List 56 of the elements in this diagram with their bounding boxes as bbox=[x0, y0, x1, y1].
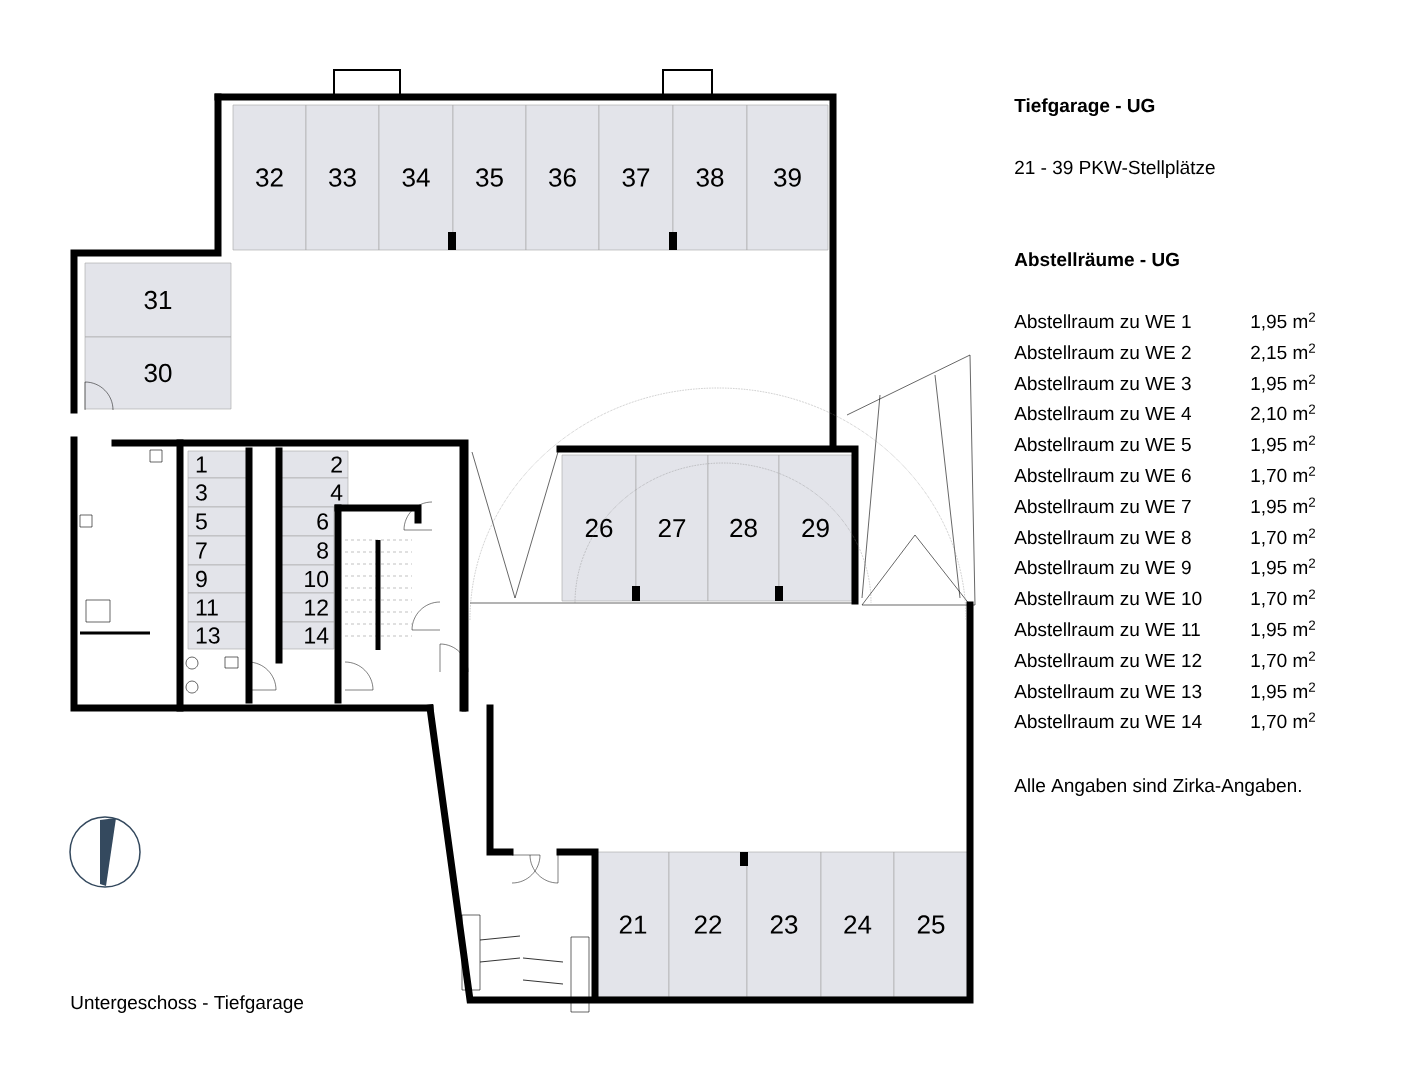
table-cell: 1,95 m$^{2}$ bbox=[1251, 312, 1315, 331]
table-cell: Abstellraum zu WE 8 bbox=[1014, 530, 1191, 545]
parking-space: 28 bbox=[707, 454, 780, 602]
table-cell: 2,10 m$^{2}$ bbox=[1251, 404, 1315, 423]
table-cell: 1,95 m$^{2}$ bbox=[1251, 497, 1315, 516]
label: 21 - 39 PKW-Stellplätze bbox=[1015, 160, 1215, 178]
parking-space: 25 bbox=[893, 851, 969, 998]
parking-space: 34 bbox=[378, 104, 454, 251]
table-cell: Abstellraum zu WE 13 bbox=[1014, 684, 1202, 699]
table-cell: Abstellraum zu WE 7 bbox=[1014, 499, 1191, 514]
table-cell: Abstellraum zu WE 14 bbox=[1014, 714, 1202, 729]
parking-space: 38 bbox=[672, 104, 748, 251]
table-cell: Abstellraum zu WE 4 bbox=[1014, 406, 1191, 421]
table-cell: 1,95 m$^{2}$ bbox=[1251, 374, 1315, 393]
parking-space: 24 bbox=[820, 851, 895, 998]
table-cell: 1,95 m$^{2}$ bbox=[1251, 620, 1315, 639]
parking-space: 23 bbox=[746, 851, 822, 998]
table-cell: Abstellraum zu WE 5 bbox=[1014, 437, 1191, 452]
table-cell: 1,95 m$^{2}$ bbox=[1251, 558, 1315, 577]
parking-space: 35 bbox=[452, 104, 527, 251]
table-cell: Abstellraum zu WE 9 bbox=[1014, 560, 1191, 575]
storage-room: 10 bbox=[278, 564, 335, 594]
parking-space: 26 bbox=[561, 454, 637, 602]
parking-space: 37 bbox=[598, 104, 674, 251]
table-cell: Abstellraum zu WE 6 bbox=[1014, 468, 1191, 483]
parking-space: 33 bbox=[305, 104, 380, 251]
table-cell: 1,70 m$^{2}$ bbox=[1251, 712, 1315, 731]
parking-space: 31 bbox=[84, 262, 232, 338]
caption: Untergeschoss - Tiefgarage bbox=[71, 995, 304, 1013]
table-cell: 1,70 m$^{2}$ bbox=[1251, 466, 1315, 485]
table-cell: Abstellraum zu WE 12 bbox=[1014, 653, 1202, 668]
parking-space: 29 bbox=[778, 454, 853, 602]
table-cell: Abstellraum zu WE 2 bbox=[1014, 345, 1191, 360]
table-cell: Abstellraum zu WE 10 bbox=[1014, 591, 1202, 606]
parking-space: 21 bbox=[596, 851, 670, 998]
heading: Abstellräume - UG bbox=[1014, 252, 1179, 267]
parking-space: 32 bbox=[232, 104, 307, 251]
storage-room: 13 bbox=[187, 621, 250, 650]
parking-space: 39 bbox=[746, 104, 829, 251]
table-cell: Abstellraum zu WE 1 bbox=[1014, 314, 1191, 329]
table-cell: 1,70 m$^{2}$ bbox=[1251, 528, 1315, 547]
storage-room: 14 bbox=[278, 621, 335, 650]
table-cell: 1,95 m$^{2}$ bbox=[1251, 682, 1315, 701]
parking-space: 30 bbox=[84, 336, 232, 410]
note: Alle Angaben sind Zirka-Angaben. bbox=[1014, 778, 1301, 796]
table-cell: 1,70 m$^{2}$ bbox=[1251, 651, 1315, 670]
parking-space: 36 bbox=[525, 104, 600, 251]
table-cell: 1,95 m$^{2}$ bbox=[1251, 435, 1315, 454]
storage-room: 9 bbox=[187, 564, 250, 594]
table-cell: Abstellraum zu WE 3 bbox=[1014, 376, 1191, 391]
table-cell: 1,70 m$^{2}$ bbox=[1251, 589, 1315, 608]
parking-space: 27 bbox=[635, 454, 709, 602]
table-cell: 2,15 m$^{2}$ bbox=[1251, 343, 1315, 362]
heading: Tiefgarage - UG bbox=[1014, 98, 1155, 117]
parking-space: 22 bbox=[668, 851, 748, 998]
table-cell: Abstellraum zu WE 11 bbox=[1014, 622, 1200, 637]
